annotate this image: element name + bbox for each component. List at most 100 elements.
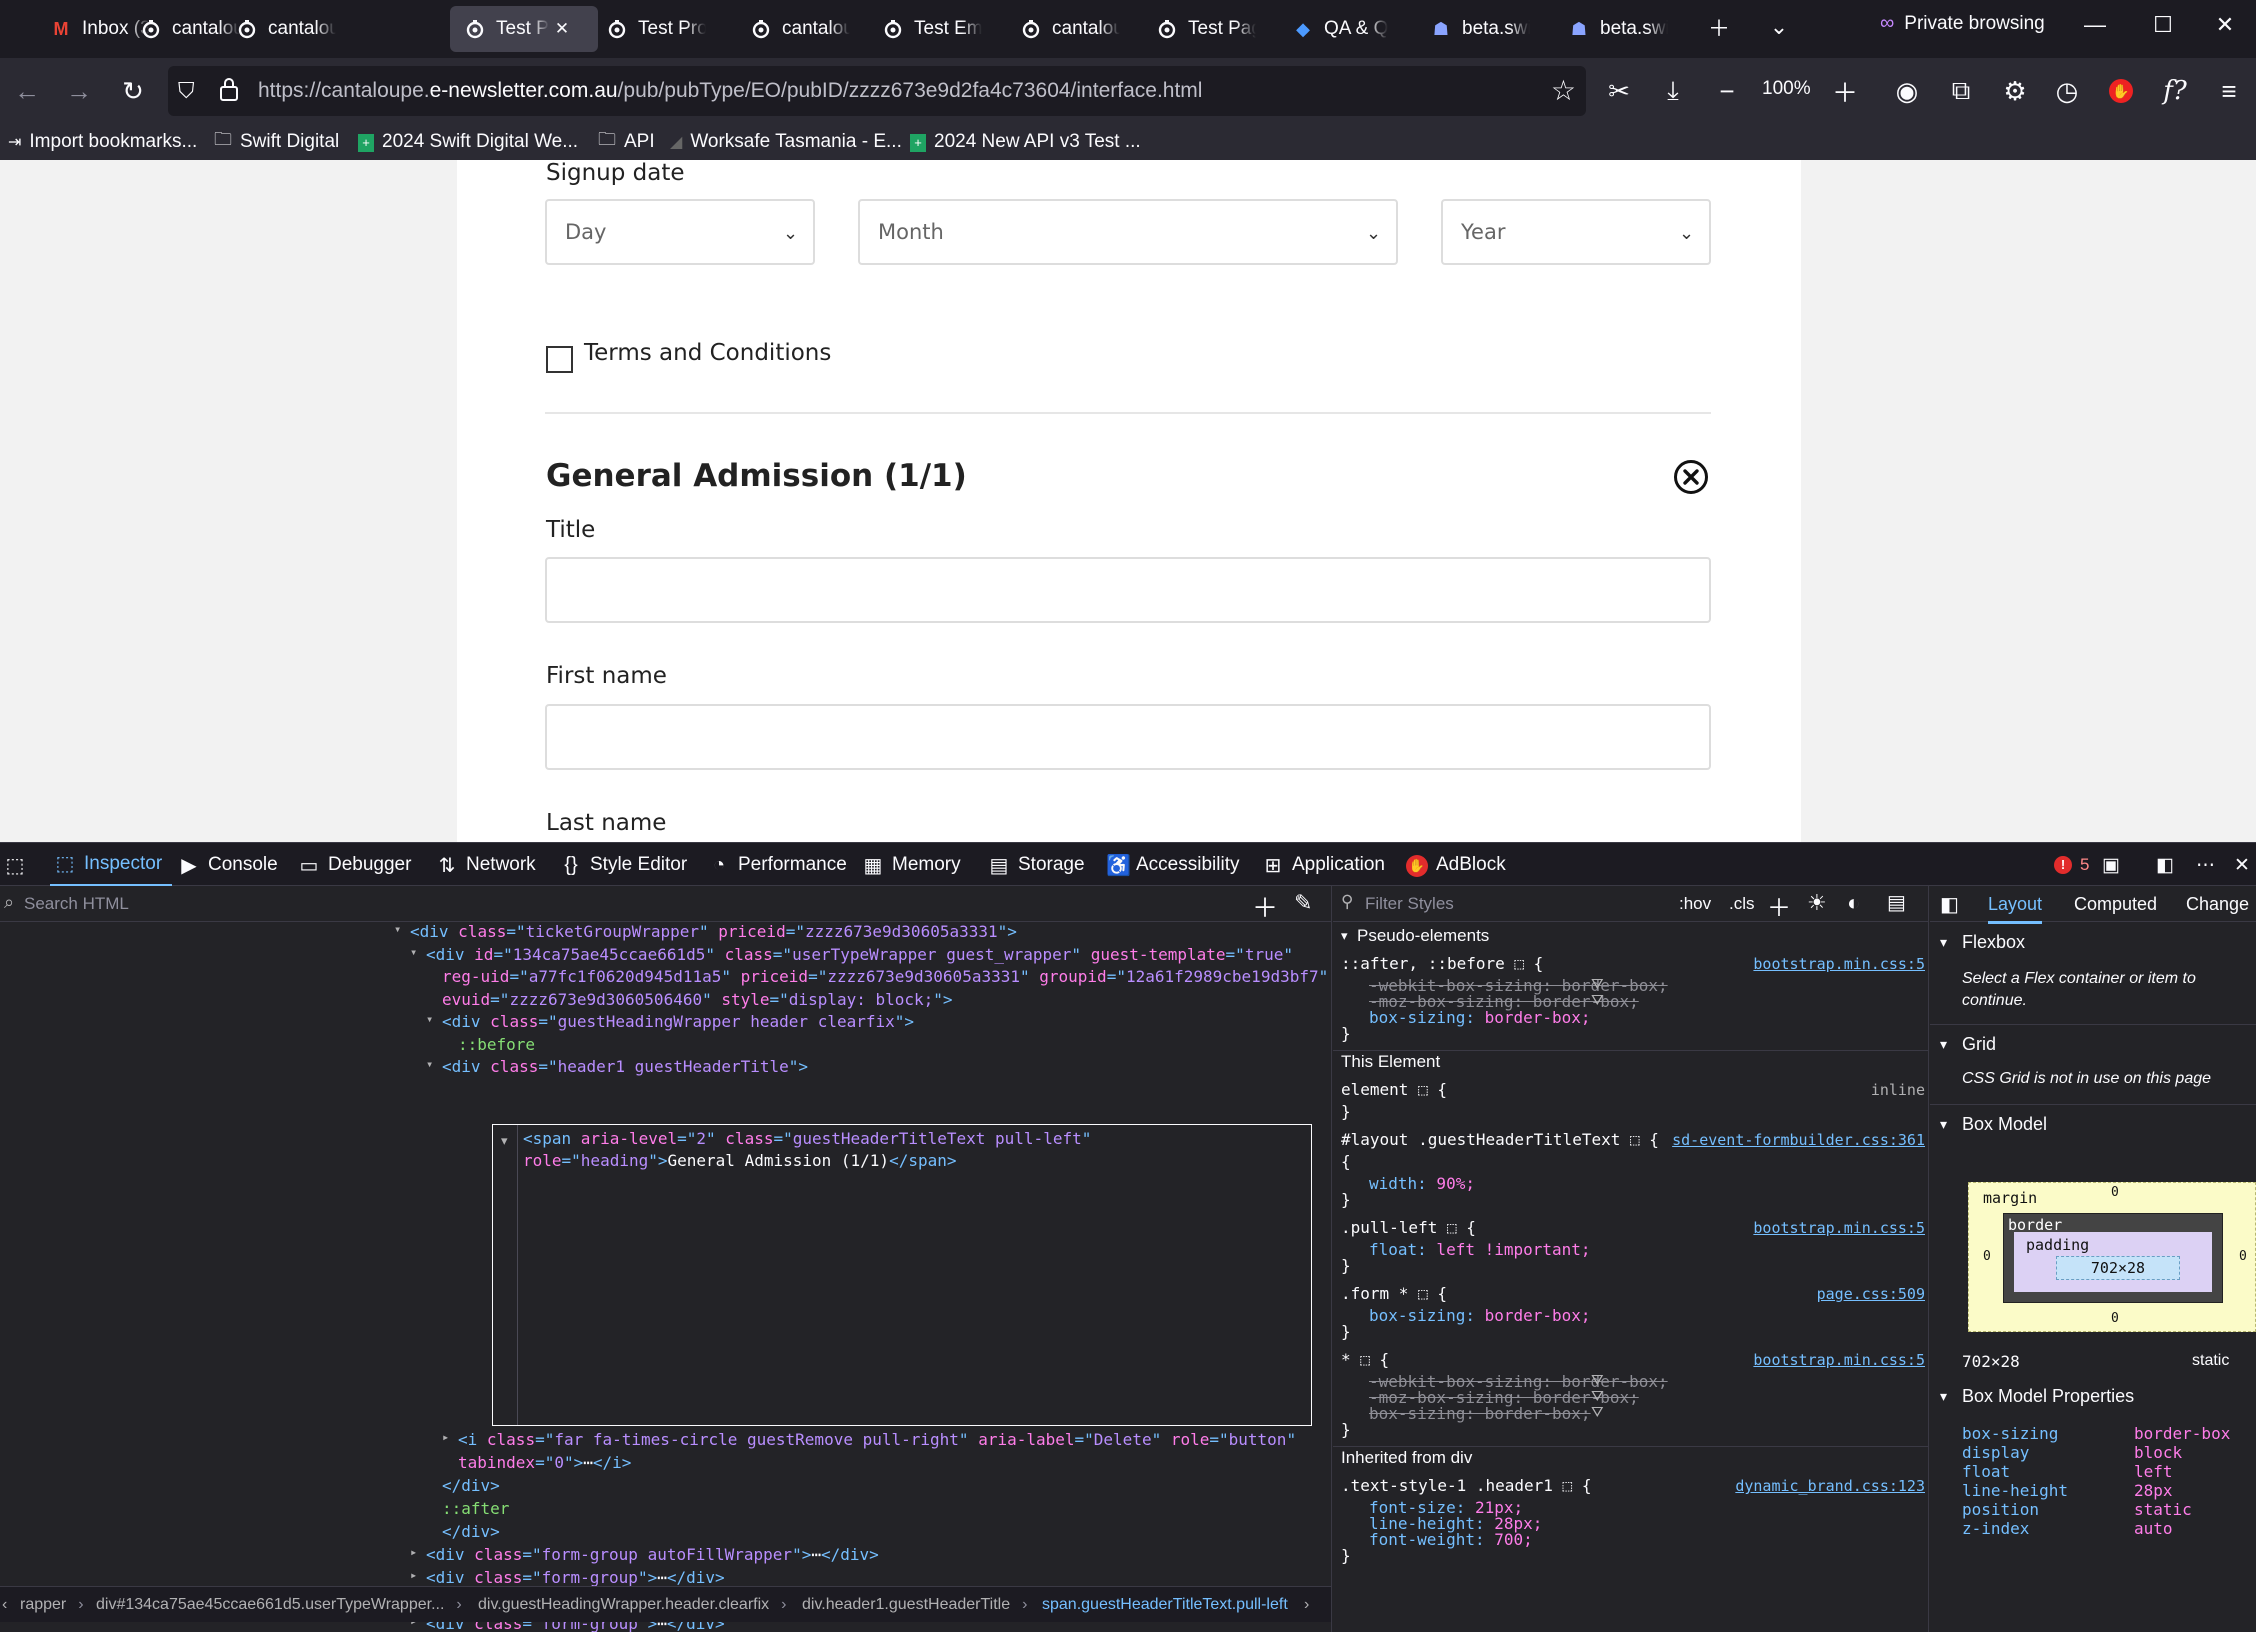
markup-node-line[interactable]: reg-uid="a77fc1f0620d945d11a5" priceid="… [442, 967, 1329, 986]
css-selector[interactable]: * ⬚ { [1341, 1350, 1390, 1369]
bookmark-item[interactable]: ◢Worksafe Tasmania - E... [670, 128, 902, 156]
add-rule-icon[interactable]: ＋ [1767, 895, 1791, 922]
lock-icon[interactable] [218, 76, 240, 108]
chevron-left-icon[interactable]: ‹ [2, 1596, 8, 1613]
filter-property-icon[interactable]: ⛛ [1591, 976, 1604, 993]
minimize-button[interactable]: — [2084, 12, 2106, 37]
css-selector[interactable]: #layout .guestHeaderTitleText ⬚ { [1341, 1130, 1659, 1149]
markup-node-line[interactable]: ::before [458, 1034, 536, 1054]
bookmark-item[interactable]: 🗀Swift Digital [214, 128, 339, 156]
markup-node-line[interactable]: </div> [442, 1476, 500, 1495]
filter-styles-input[interactable]: Filter Styles [1365, 894, 1454, 913]
css-selector[interactable]: element ⬚ { [1341, 1080, 1447, 1099]
browser-tab[interactable]: Test Pag [1142, 6, 1270, 52]
list-all-tabs-icon[interactable]: ⌄ [1769, 14, 1789, 39]
markup-node-line[interactable]: ▸<div class="form-group">⋯</div> [410, 1568, 725, 1587]
css-declaration[interactable]: -moz-box-sizing: border-box; [1369, 992, 1639, 1011]
devtools-tab-performance[interactable]: ◔Performance [708, 843, 847, 887]
adblock-extension-icon[interactable]: ✋ [2098, 68, 2144, 114]
markup-node-line[interactable]: ::after [442, 1499, 510, 1518]
breadcrumb-item[interactable]: rapper› [20, 1596, 84, 1613]
devtools-tab-style-editor[interactable]: {}Style Editor [560, 843, 687, 887]
close-tab-icon[interactable]: ✕ [554, 19, 570, 38]
devtools-tab-network[interactable]: ⇅Network [436, 843, 536, 887]
css-source-link[interactable]: bootstrap.min.css:5 [1753, 1351, 1925, 1369]
tracking-shield-icon[interactable]: ⛉ [178, 78, 195, 103]
year-select[interactable]: Year⌄ [1441, 199, 1711, 265]
devtools-tab-debugger[interactable]: ▭Debugger [299, 854, 412, 877]
collapse-arrow-icon[interactable]: ▾ [426, 1012, 434, 1026]
breadcrumb-item[interactable]: span.guestHeaderTitleText.pull-left [1042, 1596, 1288, 1613]
markup-node-line[interactable]: ▸<div class="form-group autoFillWrapper"… [410, 1545, 879, 1564]
css-source-link[interactable]: bootstrap.min.css:5 [1753, 1219, 1925, 1237]
filter-property-icon[interactable]: ⛛ [1591, 1388, 1604, 1405]
selected-node-line[interactable]: role="heading">General Admission (1/1)</… [523, 1151, 957, 1170]
markup-node-line[interactable]: ▸<i class="far fa-times-circle guestRemo… [442, 1430, 1297, 1449]
css-source-link[interactable]: page.css:509 [1816, 1285, 1925, 1303]
bookmark-item[interactable]: +2024 Swift Digital We... [358, 128, 578, 156]
markup-node-line[interactable]: ▾<div class="ticketGroupWrapper" priceid… [394, 922, 1017, 941]
selected-node-line[interactable]: <span aria-level="2" class="guestHeaderT… [523, 1129, 1092, 1148]
css-declaration[interactable]: box-sizing: border-box; [1369, 1306, 1591, 1325]
browser-tab[interactable]: cantalou [736, 6, 864, 52]
markup-node-line[interactable]: tabindex="0">⋯</i> [458, 1453, 632, 1472]
css-declaration[interactable]: -webkit-box-sizing: border-box; [1369, 1372, 1668, 1391]
browser-tab[interactable]: ☗beta.swi [1416, 6, 1544, 52]
close-window-button[interactable]: ✕ [2215, 12, 2235, 37]
forward-button[interactable]: → [56, 68, 102, 114]
css-source-link[interactable]: dynamic_brand.css:123 [1735, 1477, 1925, 1495]
devtools-tab-accessibility[interactable]: ♿Accessibility [1106, 854, 1240, 877]
eyedropper-icon[interactable]: ✎ [1294, 890, 1313, 915]
styles-section-header[interactable]: Inherited from div [1341, 1448, 1473, 1467]
collapse-arrow-icon[interactable]: ▾ [501, 1133, 508, 1148]
devtools-tab-memory[interactable]: ▦Memory [863, 854, 961, 877]
css-source-link[interactable]: sd-event-formbuilder.css:361 [1672, 1131, 1925, 1149]
bookmark-item[interactable]: 🗀API [598, 128, 655, 156]
expand-arrow-icon[interactable]: ▾ [1940, 934, 1948, 950]
css-declaration[interactable]: -moz-box-sizing: border-box; [1369, 1388, 1639, 1407]
markup-node-line[interactable]: ▾<div id="134ca75ae45ccae661d5" class="u… [410, 944, 1293, 964]
markup-node-line[interactable]: </div> [442, 1522, 500, 1541]
tab-computed[interactable]: Computed [2074, 894, 2158, 914]
hov-toggle[interactable]: :hov [1679, 894, 1712, 913]
add-node-icon[interactable]: ＋ [1252, 893, 1279, 923]
breadcrumb-item[interactable]: div.guestHeadingWrapper.header.clearfix› [478, 1596, 787, 1613]
account-icon[interactable]: ◉ [1895, 75, 1919, 106]
print-media-icon[interactable]: ▤ [1887, 892, 1906, 914]
first-name-input[interactable] [545, 704, 1711, 770]
terms-checkbox[interactable] [546, 346, 573, 373]
devtools-tab-application[interactable]: ⊞Application [1262, 843, 1385, 887]
dock-side-icon[interactable]: ◧ [2156, 854, 2174, 876]
screenshot-icon[interactable]: ✂ [1608, 75, 1630, 106]
box-model-header[interactable]: Box Model [1962, 1114, 2048, 1134]
title-input[interactable] [545, 557, 1711, 623]
bookmark-item[interactable]: ⇥Import bookmarks... [8, 128, 197, 156]
hamburger-menu-icon[interactable]: ≡ [2221, 75, 2237, 106]
markup-node-line[interactable]: evuid="zzzz673e9d3060506460" style="disp… [442, 989, 953, 1009]
css-declaration[interactable]: width: 90%; [1369, 1174, 1475, 1193]
browser-tab[interactable]: Test P✕ [450, 6, 598, 52]
zoom-in-button[interactable]: ＋ [1831, 77, 1858, 108]
expand-arrow-icon[interactable]: ▸ [442, 1430, 450, 1444]
browser-tab[interactable]: ☗beta.swi [1554, 6, 1682, 52]
maximize-button[interactable]: ☐ [2153, 12, 2173, 37]
filter-property-icon[interactable]: ⛛ [1591, 1404, 1604, 1421]
bookmark-item[interactable]: +2024 New API v3 Test ... [910, 128, 1141, 156]
breadcrumb-item[interactable]: div.header1.guestHeaderTitle› [802, 1596, 1028, 1613]
cls-toggle[interactable]: .cls [1729, 894, 1755, 913]
reload-button[interactable]: ↻ [110, 68, 156, 114]
expand-arrow-icon[interactable]: ▾ [1940, 1036, 1948, 1052]
css-source-link[interactable]: bootstrap.min.css:5 [1753, 955, 1925, 973]
box-model-margin[interactable]: margin 0 0 0 0 border padding 702×28 [1968, 1182, 2256, 1332]
selected-node-box[interactable]: ▾ <span aria-level="2" class="guestHeade… [492, 1124, 1312, 1426]
collapse-arrow-icon[interactable]: ▾ [394, 922, 402, 936]
error-badge[interactable]: !5 [2054, 843, 2089, 887]
element-picker-icon[interactable]: ⬚ [5, 854, 25, 877]
terms-label[interactable]: Terms and Conditions [584, 340, 832, 366]
month-select[interactable]: Month⌄ [858, 199, 1398, 265]
browser-tab[interactable]: cantalou [1006, 6, 1134, 52]
url-bar[interactable]: ⛉ https://cantaloupe.e-newsletter.com.au… [168, 66, 1586, 116]
grid-header[interactable]: Grid [1962, 1034, 1997, 1054]
css-selector[interactable]: ::after, ::before ⬚ { [1341, 954, 1544, 973]
